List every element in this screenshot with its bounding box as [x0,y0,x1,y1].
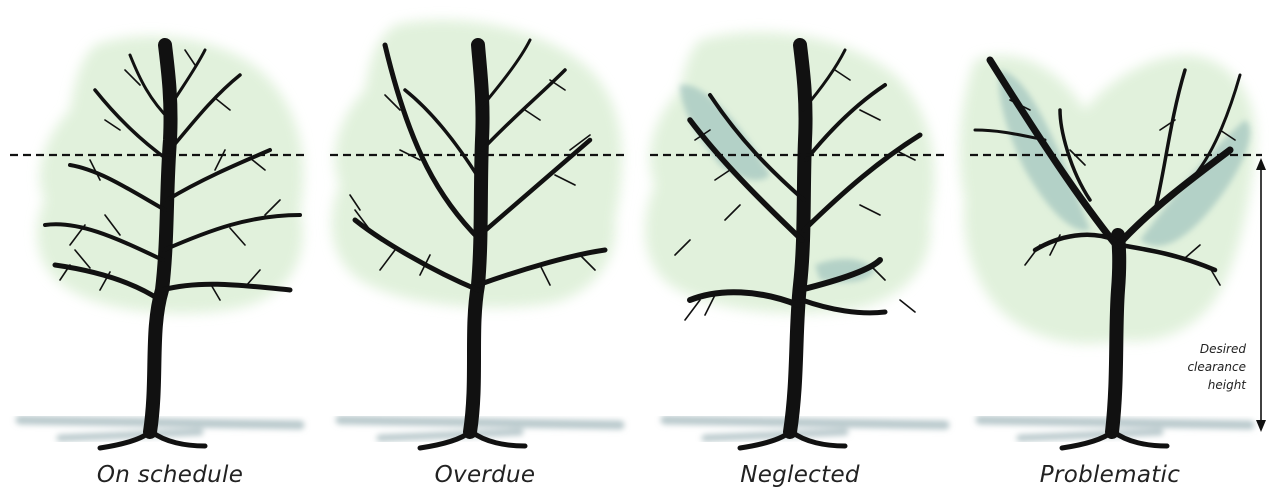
tree-on-schedule [20,36,304,448]
ground-shadow [665,420,945,438]
caption-problematic: Problematic [960,462,1260,488]
caption-on-schedule: On schedule [20,462,320,488]
clearance-height-label: Desired clearance height [1150,340,1246,394]
clearance-label-line-1: Desired [1150,340,1246,358]
caption-neglected: Neglected [650,462,950,488]
tree-overdue [332,20,622,448]
caption-overdue: Overdue [335,462,635,488]
clearance-label-line-2: clearance [1150,358,1246,376]
clearance-label-line-3: height [1150,376,1246,394]
clearance-height-arrow [1256,158,1266,432]
foliage-wash [645,32,934,313]
tree-neglected [645,32,945,448]
